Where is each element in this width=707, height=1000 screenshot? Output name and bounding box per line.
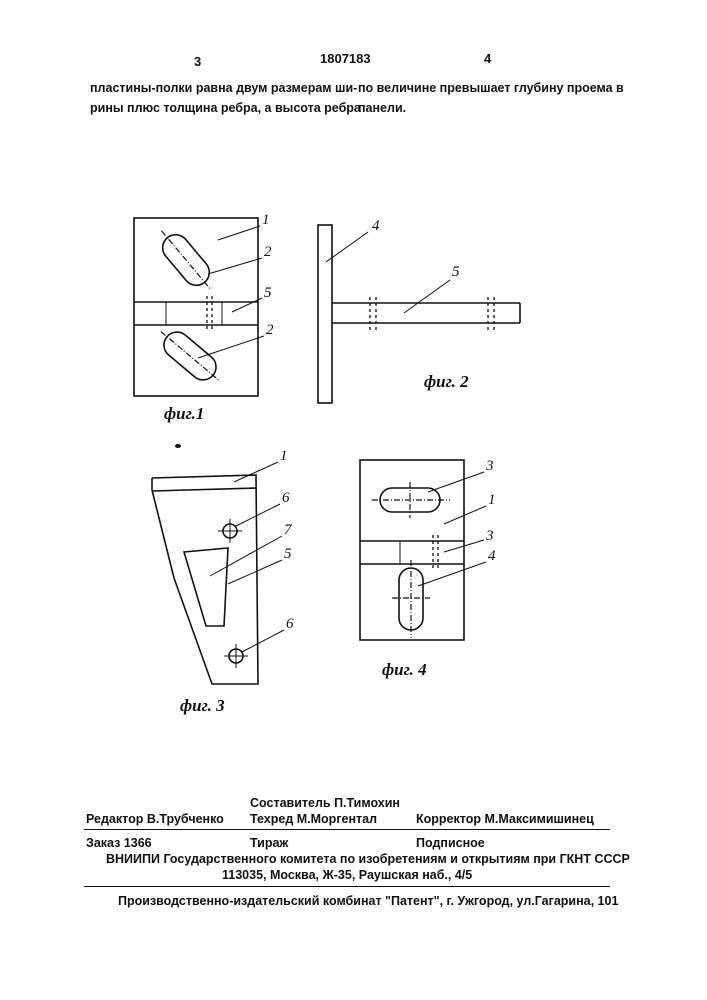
footer-divider-top (84, 829, 610, 830)
fig1-lower-slot (153, 322, 228, 391)
fig3-label-5: 5 (284, 546, 292, 563)
fig4-label-4: 4 (488, 548, 496, 565)
footer-institute: ВНИИПИ Государственного комитета по изоб… (106, 852, 630, 866)
fig2-drawing (318, 225, 520, 403)
footer-compiler: Составитель П.Тимохин (250, 796, 400, 810)
fig3-caption: фиг. 3 (180, 696, 225, 716)
fig2-caption: фиг. 2 (424, 372, 469, 392)
fig1-label-2: 2 (264, 244, 272, 261)
fig2-label-4: 4 (372, 218, 380, 235)
fig1-label-1: 1 (262, 212, 270, 229)
fig3-label-7: 7 (284, 522, 292, 539)
fig4-label-3b: 3 (486, 528, 494, 545)
fig3-label-6b: 6 (286, 616, 294, 633)
fig1-label-2b: 2 (266, 322, 274, 339)
fig1-label-5: 5 (264, 285, 272, 302)
footer-subscription: Подписное (416, 836, 485, 850)
footer-editor: Редактор В.Трубченко (86, 812, 224, 826)
fig1-caption: фиг.1 (164, 404, 204, 424)
fig3-label-6: 6 (282, 490, 290, 507)
fig2-label-5: 5 (452, 264, 460, 281)
fig1-drawing (134, 218, 264, 396)
fig4-label-1: 1 (488, 492, 496, 509)
footer-order: Заказ 1366 (86, 836, 152, 850)
footer-tech-editor: Техред М.Моргентал (250, 812, 377, 826)
fig1-upper-slot (152, 223, 221, 298)
fig4-label-3: 3 (486, 458, 494, 475)
fig3-label-1: 1 (280, 448, 288, 465)
fig4-caption: фиг. 4 (382, 660, 427, 680)
footer-corrector: Корректор М.Максимишинец (416, 812, 594, 826)
footer-publisher: Производственно-издательский комбинат "П… (118, 894, 618, 908)
footer-address: 113035, Москва, Ж-35, Раушская наб., 4/5 (222, 868, 472, 882)
fig3-drawing (152, 462, 284, 684)
footer-divider-bottom (84, 886, 610, 887)
fig4-drawing (360, 460, 486, 640)
footer-circulation: Тираж (250, 836, 288, 850)
